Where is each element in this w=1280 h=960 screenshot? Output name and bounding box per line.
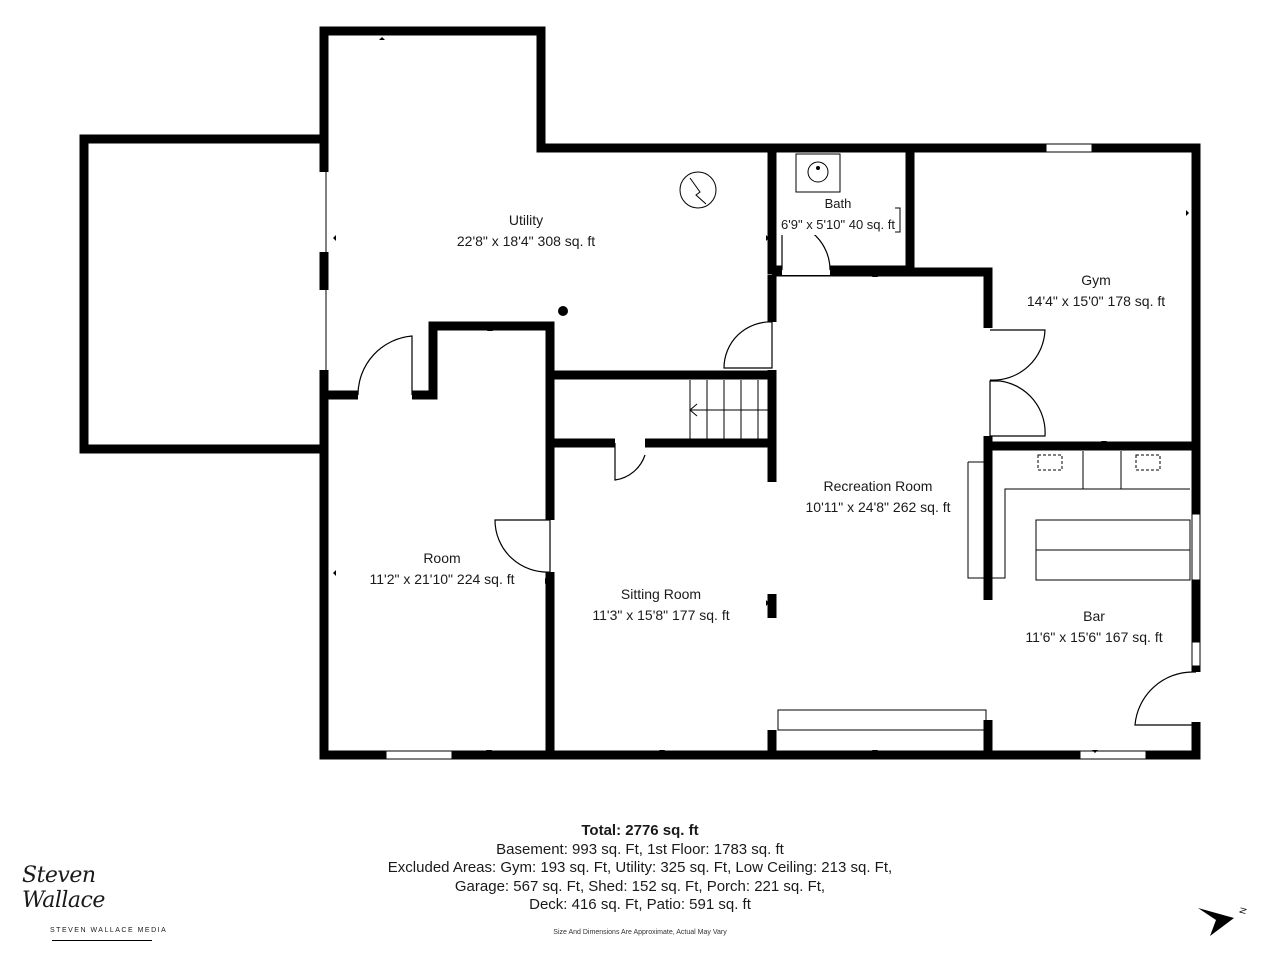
room-dimensions: 22'8" x 18'4" 308 sq. ft xyxy=(456,233,596,249)
door-utility-rec xyxy=(723,321,773,369)
disclaimer: Size And Dimensions Are Approximate, Act… xyxy=(553,929,727,936)
summary-line: Deck: 416 sq. Ft, Patio: 591 sq. ft xyxy=(529,896,751,913)
room-utility: Utility 22'8" x 18'4" 308 sq. ft xyxy=(457,210,595,252)
room-dimensions: 6'9" x 5'10" 40 sq. ft xyxy=(781,217,895,232)
staircase xyxy=(689,380,768,440)
room-bar: Bar 11'6" x 15'6" 167 sq. ft xyxy=(1025,606,1162,648)
area-summary: Total: 2776 sq. ft Basement: 993 sq. Ft,… xyxy=(0,822,1280,915)
room-dimensions: 10'11" x 24'8" 262 sq. ft xyxy=(805,499,951,515)
room-name: Bar xyxy=(1083,608,1105,624)
room-name: Bath xyxy=(824,196,852,211)
bar-counter xyxy=(967,451,1191,581)
logo-caption: STEVEN WALLACE MEDIA xyxy=(50,927,168,934)
total-area: Total: 2776 sq. ft xyxy=(581,822,699,839)
room-name: Recreation Room xyxy=(823,478,933,494)
door-room-east xyxy=(494,519,551,573)
door-gym-a xyxy=(989,329,1046,381)
water-heater-icon xyxy=(679,171,717,209)
door-bar xyxy=(1134,671,1196,726)
wall-hallway xyxy=(550,370,772,448)
door-gym-b xyxy=(989,380,1046,437)
floor-drain-icon xyxy=(558,306,568,316)
north-arrow-icon: N xyxy=(1198,906,1249,936)
room-name: Utility xyxy=(508,212,544,228)
room-bath: Bath 6'9" x 5'10" 40 sq. ft xyxy=(781,193,895,235)
floor-plan xyxy=(79,26,1201,760)
summary-line: Excluded Areas: Gym: 193 sq. Ft, Utility… xyxy=(387,859,893,876)
room-dimensions: 11'6" x 15'6" 167 sq. ft xyxy=(1025,629,1163,645)
summary-line: Garage: 567 sq. Ft, Shed: 152 sq. Ft, Po… xyxy=(454,877,826,895)
room-room: Room 11'2" x 21'10" 224 sq. ft xyxy=(369,548,514,590)
room-name: Gym xyxy=(1081,272,1111,288)
exterior-wall xyxy=(319,26,1201,760)
wall-recreation-top xyxy=(772,267,993,755)
summary-line: Basement: 993 sq. Ft, 1st Floor: 1783 sq… xyxy=(496,840,784,858)
room-dimensions: 11'2" x 21'10" 224 sq. ft xyxy=(369,571,515,587)
brand-logo: Steven Wallace STEVEN WALLACE MEDIA xyxy=(22,855,182,941)
logo-script: Steven Wallace xyxy=(22,863,105,913)
logo-underline xyxy=(52,940,152,941)
door-sitting xyxy=(614,443,646,481)
north-letter: N xyxy=(1237,906,1248,915)
room-name: Room xyxy=(423,550,461,566)
room-recreation-room: Recreation Room 10'11" x 24'8" 262 sq. f… xyxy=(805,476,950,518)
room-dimensions: 14'4" x 15'0" 178 sq. ft xyxy=(1026,293,1166,309)
door-utility-room xyxy=(357,335,413,396)
room-name: Sitting Room xyxy=(620,586,702,602)
left-area-outline xyxy=(79,134,329,454)
room-sitting-room: Sitting Room 11'3" x 15'8" 177 sq. ft xyxy=(592,584,729,626)
room-dimensions: 11'3" x 15'8" 177 sq. ft xyxy=(592,607,730,623)
room-gym: Gym 14'4" x 15'0" 178 sq. ft xyxy=(1027,270,1165,312)
